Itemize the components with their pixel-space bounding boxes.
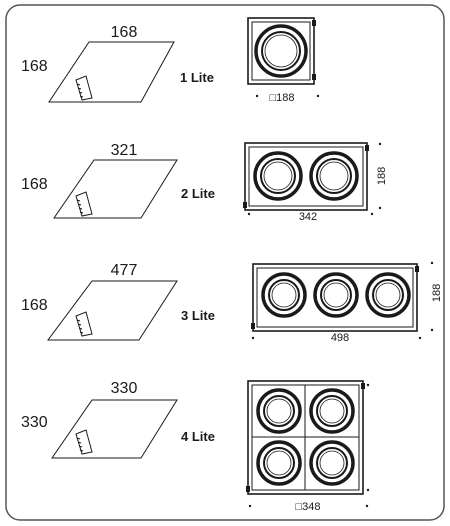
fixture-top-view bbox=[246, 380, 370, 508]
saw-icon bbox=[75, 191, 93, 217]
saw-icon bbox=[75, 75, 93, 101]
ceiling-cutout-outline bbox=[53, 159, 178, 219]
fixture-top-view bbox=[247, 17, 320, 98]
fixture-top-view bbox=[251, 261, 434, 340]
lite-label: 1 Lite bbox=[180, 70, 214, 85]
cutout-height-label: 330 bbox=[21, 414, 48, 431]
cutout-width-label: 330 bbox=[111, 380, 138, 397]
cutout-height-label: 168 bbox=[21, 176, 48, 193]
fixture-top-view bbox=[243, 142, 382, 216]
saw-icon bbox=[75, 311, 93, 337]
ceiling-cutout-outline bbox=[47, 280, 178, 341]
outer-dimension-label: □188 bbox=[270, 92, 295, 104]
cutout-width-label: 477 bbox=[111, 262, 138, 279]
lite-label: 3 Lite bbox=[181, 308, 215, 323]
outer-height-label: 188 bbox=[431, 284, 443, 302]
cutout-width-label: 321 bbox=[111, 142, 138, 159]
cutout-height-label: 168 bbox=[21, 58, 48, 75]
outer-height-label: 188 bbox=[376, 167, 388, 185]
row-3-lite: 477 168 3 Lite 498 188 bbox=[21, 261, 443, 344]
row-4-lite: 330 330 4 Lite bbox=[21, 380, 370, 513]
cutout-height-label: 168 bbox=[21, 297, 48, 314]
lite-label: 4 Lite bbox=[181, 429, 215, 444]
diagram-frame bbox=[5, 4, 445, 521]
outer-width-label: 342 bbox=[299, 211, 317, 223]
row-2-lite: 321 168 2 Lite 342 188 bbox=[21, 142, 388, 223]
outer-dimension-label: □348 bbox=[296, 501, 321, 513]
saw-icon bbox=[75, 429, 93, 455]
ceiling-cutout-outline bbox=[51, 399, 178, 459]
row-1-lite: 168 168 1 Lite □188 bbox=[21, 17, 320, 104]
lite-label: 2 Lite bbox=[181, 186, 215, 201]
outer-width-label: 498 bbox=[331, 332, 349, 344]
ceiling-cutout-outline bbox=[48, 41, 175, 103]
cutout-width-label: 168 bbox=[111, 24, 138, 41]
